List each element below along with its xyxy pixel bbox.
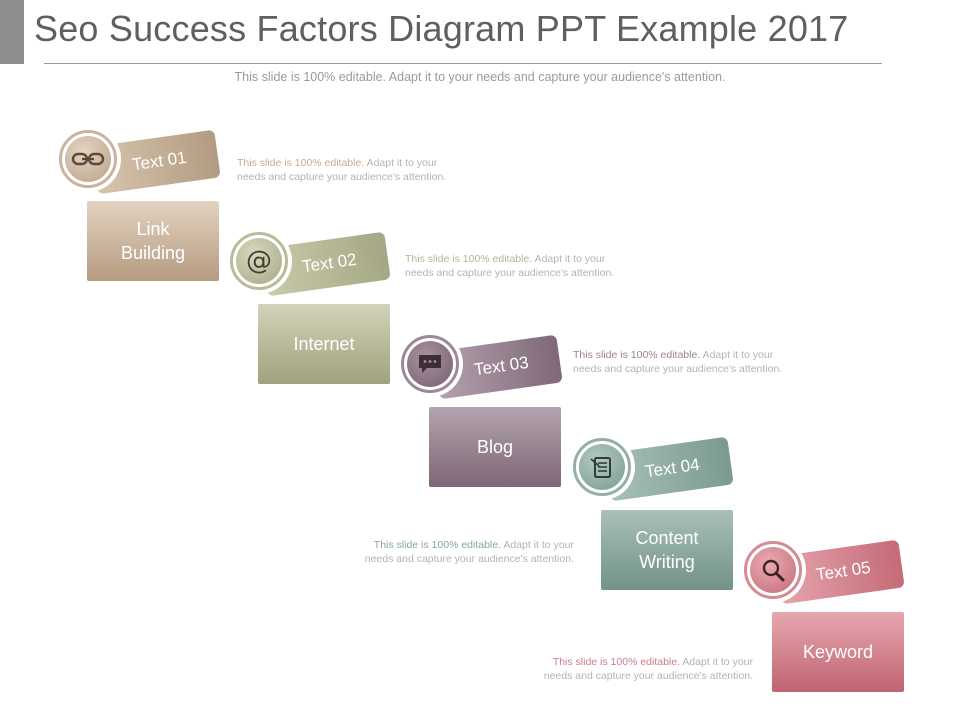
step-1-card-label: Link Building (120, 219, 186, 263)
step-4-badge (569, 434, 635, 500)
step-2-tab-label: Text 02 (300, 249, 358, 277)
step-2-badge: @ (226, 228, 292, 294)
page-subtitle: This slide is 100% editable. Adapt it to… (234, 70, 726, 84)
title-accent-bar (0, 0, 24, 64)
title-divider (44, 63, 882, 64)
step-5-description: This slide is 100% editable. Adapt it to… (543, 656, 753, 682)
step-5-card: Keyword (772, 612, 904, 692)
search-icon (762, 559, 785, 582)
step-5-card-label: Keyword (802, 642, 874, 662)
chat-icon (419, 355, 441, 373)
notepad-icon (590, 457, 611, 478)
step-1-tab-label: Text 01 (130, 147, 188, 175)
step-1-description: This slide is 100% editable. Adapt it to… (237, 157, 447, 183)
step-3-description: This slide is 100% editable. Adapt it to… (573, 349, 783, 375)
step-1-badge (55, 126, 121, 192)
link-icon (71, 152, 105, 166)
step-3-card: Blog (429, 407, 561, 487)
step-2-description: This slide is 100% editable. Adapt it to… (405, 253, 615, 279)
step-3-card-label: Blog (476, 437, 514, 457)
step-1-card: Link Building (87, 201, 219, 281)
step-5-tab-label: Text 05 (814, 557, 872, 585)
step-3-badge (397, 331, 463, 397)
step-2-card: Internet (258, 304, 390, 384)
at-icon: @ (246, 246, 272, 276)
step-5-badge (740, 537, 806, 603)
step-4-card-label: Content Writing (635, 528, 699, 572)
step-4-description: This slide is 100% editable. Adapt it to… (364, 539, 574, 565)
step-3-tab-label: Text 03 (472, 352, 530, 380)
page-title: Seo Success Factors Diagram PPT Example … (34, 8, 849, 49)
step-4-card: Content Writing (601, 510, 733, 590)
step-2-card-label: Internet (293, 334, 355, 354)
step-4-tab-label: Text 04 (643, 454, 701, 482)
